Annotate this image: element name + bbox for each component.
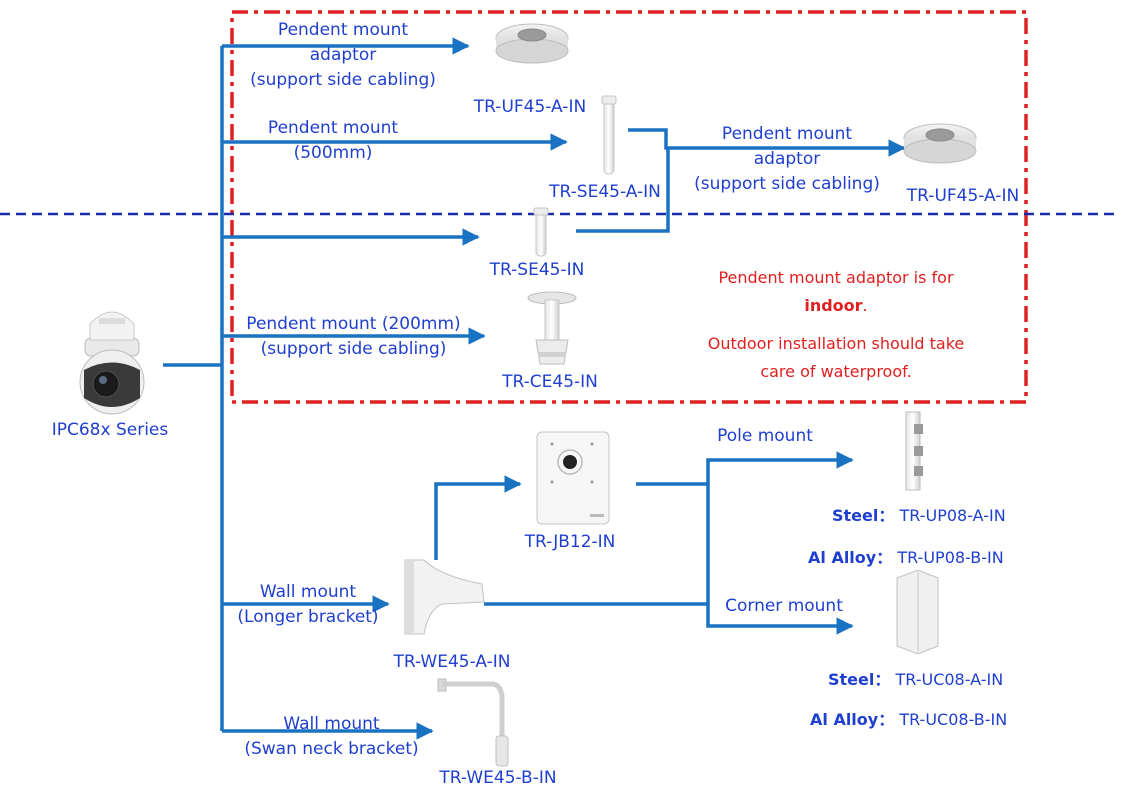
corner-mount-label: Corner mount <box>725 596 843 616</box>
pendent-200-label: Pendent mount (200mm) (support side cabl… <box>246 314 461 359</box>
se45a-pole-image <box>601 95 617 175</box>
ce45-label: TR-CE45-IN <box>502 372 598 392</box>
pole-al-spec: Al Alloy： TR-UP08-B-IN <box>808 548 1004 567</box>
corner-al-spec: Al Alloy： TR-UC08-B-IN <box>810 710 1008 729</box>
jb12-label: TR-JB12-IN <box>524 532 616 552</box>
pole-mount-image <box>905 411 923 491</box>
corner-mount-image <box>896 569 939 655</box>
uf45-adaptor-top-image <box>495 23 569 64</box>
pendent-adaptor-right-label: Pendent mount adaptor (support side cabl… <box>694 124 880 194</box>
uf45-right-label: TR-UF45-A-IN <box>906 186 1020 206</box>
pole-mount-label: Pole mount <box>717 426 813 446</box>
se45a-label: TR-SE45-A-IN <box>549 182 661 202</box>
corner-steel-spec: Steel： TR-UC08-A-IN <box>828 670 1004 689</box>
we45b-swan-neck-image <box>437 678 509 767</box>
camera-label: IPC68x Series <box>51 420 169 440</box>
uf45-adaptor-right-image <box>903 123 977 164</box>
pendent-adaptor-top-label: Pendent mount adaptor (support side cabl… <box>250 20 436 90</box>
we45b-label: TR-WE45-B-IN <box>439 768 557 788</box>
pole-steel-spec: Steel： TR-UP08-A-IN <box>832 506 1006 525</box>
ptz-camera-icon <box>79 311 145 415</box>
indoor-note: Pendent mount adaptor is for indoor. Out… <box>707 268 965 381</box>
pendent-500-label: Pendent mount (500mm) <box>267 118 399 163</box>
we45a-wall-bracket-image <box>404 559 485 635</box>
jb12-junction-box-image <box>536 431 610 525</box>
wall-swan-label: Wall mount (Swan neck bracket) <box>244 714 419 759</box>
indoor-zone-box <box>230 10 1028 404</box>
we45a-label: TR-WE45-A-IN <box>393 652 511 672</box>
connector-lines <box>163 37 906 740</box>
se45-pole-image <box>533 207 549 257</box>
ce45-mount-image <box>527 291 577 365</box>
uf45-top-label: TR-UF45-A-IN <box>473 97 587 117</box>
se45-label: TR-SE45-IN <box>489 260 585 280</box>
wall-longer-label: Wall mount (Longer bracket) <box>237 582 379 627</box>
